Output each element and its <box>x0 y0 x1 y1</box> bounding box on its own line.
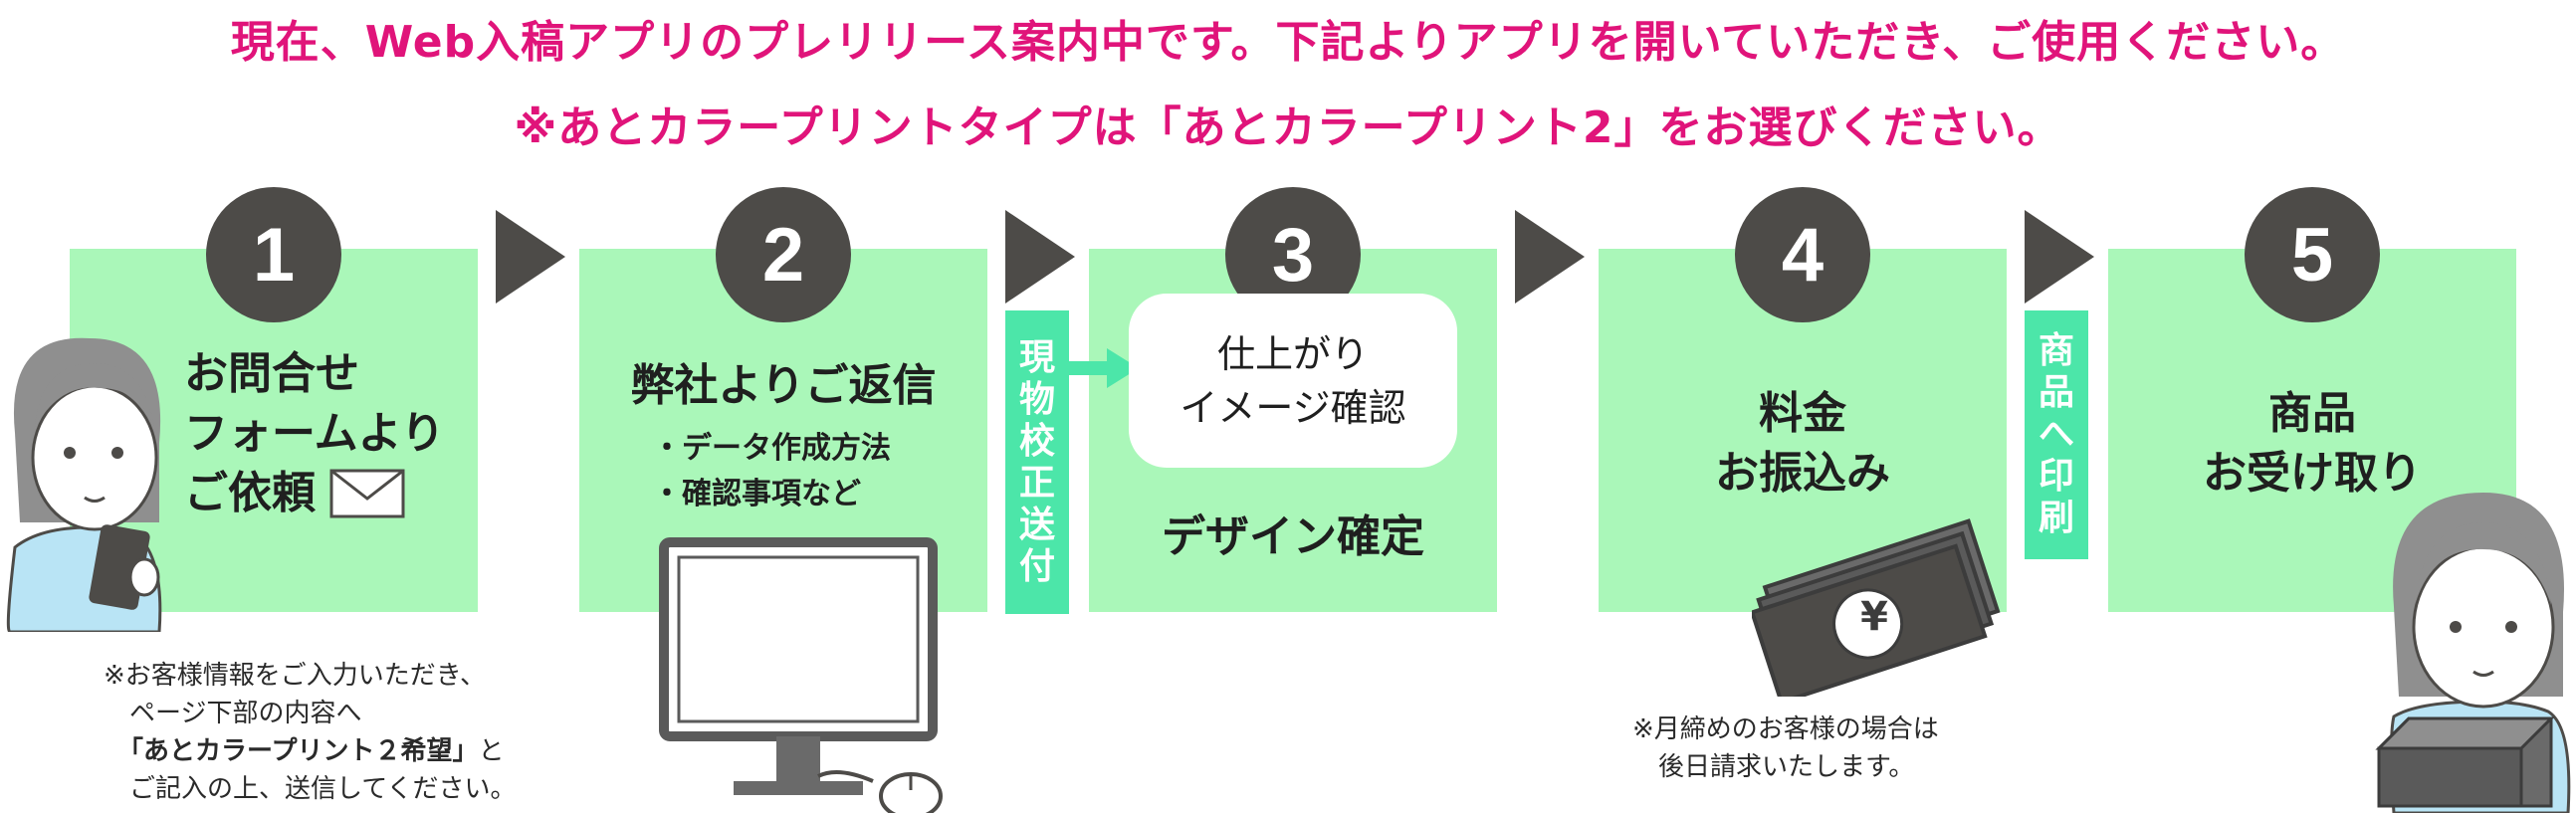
print-product-label: 商 品 へ 印 刷 <box>2025 310 2088 559</box>
proof-arrow-icon <box>1069 348 1139 388</box>
arrow-right-icon <box>1005 210 1075 304</box>
step-2-title: 弊社よりご返信 <box>630 360 937 411</box>
headline-instruction: ※あとカラープリントタイプは「あとカラープリント2」をお選びください。 <box>514 102 2062 153</box>
banknote-icon <box>1752 518 2001 697</box>
step-4-note: ※月締めのお客様の場合は 後日請求いたします。 <box>1632 714 1939 782</box>
woman-with-tablet-icon <box>6 337 162 632</box>
mouse-icon <box>879 772 943 813</box>
step-4-number: 4 <box>1735 187 1870 322</box>
step-2-bullets: ・データ作成方法 ・確認事項など <box>652 431 891 511</box>
step-3-title: デザイン確定 <box>1162 511 1424 562</box>
step-2-number: 2 <box>716 187 851 322</box>
arrow-right-icon <box>2025 210 2094 304</box>
step-1-note: ※お客様情報をご入力いただき、 ページ下部の内容へ 「あとカラープリント２希望」… <box>104 661 517 804</box>
arrow-right-icon <box>496 210 565 304</box>
step-5-title: 商品 お受け取り <box>2203 388 2422 499</box>
headline-prerelease: 現在、Web入稿アプリのプレリリース案内中です。下記よりアプリを開いていただき、… <box>230 17 2346 68</box>
arrow-right-icon <box>1515 210 1585 304</box>
woman-with-box-icon <box>2375 493 2571 813</box>
step-1-title: お問合せ フォームより ご依頼 <box>184 348 445 518</box>
envelope-icon <box>329 469 405 518</box>
step-1-number: 1 <box>206 187 341 322</box>
proof-shipping-label: 現 物 校 正 送 付 <box>1005 310 1069 614</box>
computer-monitor-icon <box>659 537 938 795</box>
step-4-title: 料金 お振込み <box>1715 388 1890 499</box>
step-5-number: 5 <box>2245 187 2380 322</box>
yen-symbol: ¥ <box>1860 594 1888 640</box>
step-3-preview-bubble: 仕上がり イメージ確認 <box>1129 294 1457 468</box>
